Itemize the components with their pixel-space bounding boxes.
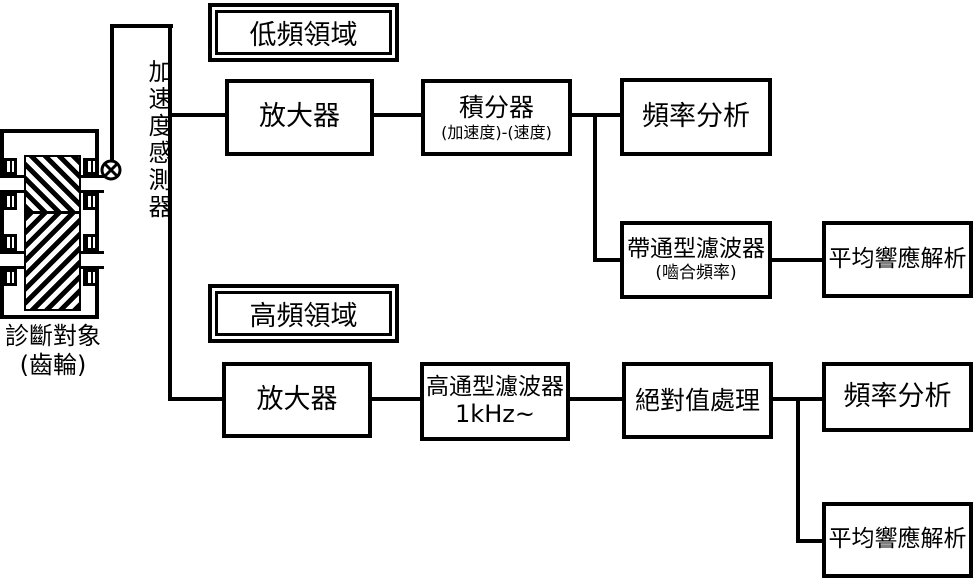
bearing-icon: [83, 158, 98, 175]
connector-sensor-to-amp-high: [168, 397, 226, 401]
connector-amp-to-highpass: [372, 397, 420, 401]
label-box-high-frequency: 高頻領域: [208, 284, 399, 343]
sensor-lead-line: [110, 24, 114, 161]
connector-bandpass-to-avg: [772, 258, 822, 262]
connector-branch-to-bandpass: [593, 258, 620, 262]
gear-wheel: [24, 212, 81, 311]
sensor-mount-icon: [100, 159, 122, 181]
block-label: 放大器: [259, 101, 340, 133]
block-absolute-value: 絕對值處理: [622, 362, 773, 439]
block-label: 放大器: [256, 383, 338, 415]
bearing-icon: [83, 193, 98, 210]
accelerometer-label: 加速度感測器: [144, 59, 172, 221]
connector-sensor-to-amp-low: [172, 113, 225, 117]
block-integrator: 積分器 (加速度)-(速度): [421, 79, 572, 156]
block-frequency-analysis-low: 頻率分析: [620, 78, 772, 156]
label-box-low-frequency: 低頻領域: [208, 3, 399, 62]
block-subtitle: 1kHz~: [455, 400, 535, 429]
block-title: 積分器: [458, 92, 534, 122]
gear-caption-line2: (齒輪): [19, 351, 87, 379]
bearing-icon: [2, 269, 17, 286]
block-label: 頻率分析: [843, 380, 952, 412]
connector-branch-low: [593, 113, 597, 262]
block-label: 平均響應解析: [828, 245, 967, 272]
bearing-icon: [2, 193, 17, 210]
block-amplifier-high: 放大器: [222, 362, 372, 438]
connector-branch-to-avg-high: [796, 539, 822, 543]
block-title: 帶通型濾波器: [627, 235, 765, 262]
block-average-response-high: 平均響應解析: [822, 502, 973, 578]
block-label: 平均響應解析: [828, 526, 967, 553]
connector-amp-to-integrator: [374, 113, 421, 117]
block-title: 高通型濾波器: [426, 373, 564, 400]
sensor-box-right-edge: [168, 24, 172, 401]
connector-highpass-to-abs: [570, 397, 622, 401]
block-label: 絕對值處理: [634, 385, 760, 415]
gear-pinion: [24, 155, 81, 213]
bearing-icon: [83, 234, 98, 251]
connector-branch-high: [796, 397, 800, 543]
block-bandpass-filter: 帶通型濾波器 (嚙合頻率): [620, 221, 772, 299]
label-low-frequency: 低頻領域: [215, 10, 392, 55]
block-frequency-analysis-high: 頻率分析: [822, 362, 973, 432]
sensor-box-top-edge: [110, 24, 173, 28]
label-high-frequency: 高頻領域: [215, 291, 392, 336]
block-subtitle: (加速度)-(速度): [441, 122, 552, 142]
block-amplifier-low: 放大器: [225, 79, 374, 156]
block-highpass-filter: 高通型濾波器 1kHz~: [420, 362, 570, 441]
bearing-icon: [83, 269, 98, 286]
block-average-response-low: 平均響應解析: [822, 221, 973, 298]
block-label: 頻率分析: [642, 100, 750, 132]
bearing-icon: [2, 234, 17, 251]
block-subtitle: (嚙合頻率): [655, 263, 737, 284]
gear-caption-line1: 診斷對象: [5, 322, 101, 350]
bearing-icon: [2, 158, 17, 175]
